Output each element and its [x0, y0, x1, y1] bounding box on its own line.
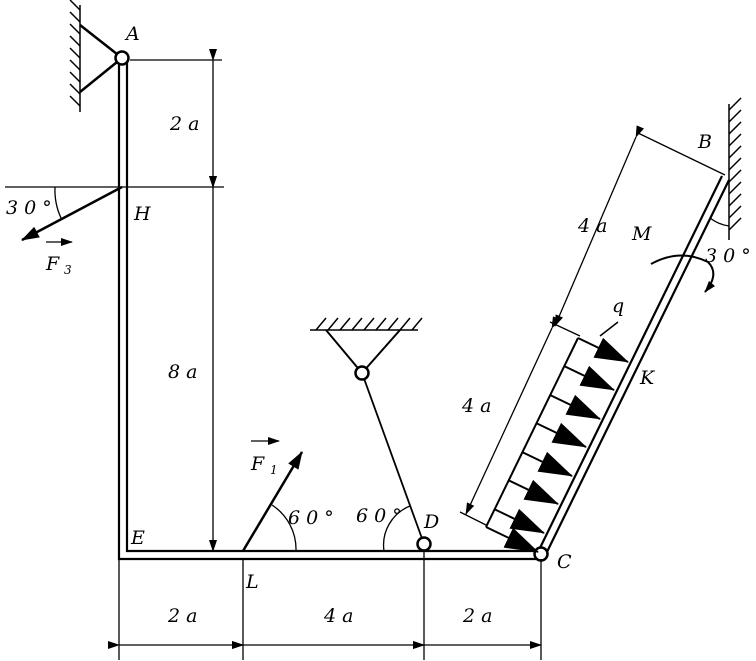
angle-arc-b [709, 217, 730, 227]
angle-label-b: 3 0 ° [705, 245, 751, 267]
wall-left [69, 0, 81, 112]
dimension-inclined [459, 125, 726, 526]
label-b: B [697, 131, 712, 153]
angle-arc-l [271, 504, 297, 552]
label-e: E [130, 527, 145, 549]
load-arrow [507, 479, 559, 505]
wall-right [728, 97, 742, 240]
load-arrow [563, 365, 615, 391]
moment-m [650, 254, 716, 293]
label-q: q [612, 295, 624, 317]
dim-label-dc: 2 a [462, 605, 492, 627]
support-a [79, 24, 123, 93]
q-leader [599, 321, 619, 337]
label-l: L [245, 571, 259, 593]
hinge-d-top [354, 365, 370, 381]
dim-label-upper-incline: 4 a [577, 215, 607, 237]
label-f3: F 3 [45, 238, 73, 277]
hinge-a [114, 50, 130, 66]
ceiling-support-d [310, 317, 423, 375]
label-f1: F 1 [250, 437, 280, 477]
label-k: K [639, 367, 656, 389]
label-f1-sub: 1 [270, 463, 278, 477]
dimension-horizontal [108, 551, 542, 660]
angle-arc-h [54, 186, 62, 219]
angle-label-h: 3 0 ° [6, 197, 52, 219]
label-d: D [423, 511, 439, 533]
hinge-d [416, 536, 432, 552]
dim-label-ld: 4 a [323, 605, 353, 627]
dim-label-he: 8 a [168, 361, 197, 383]
label-f3-letter: F [45, 253, 60, 275]
label-a: A [124, 23, 140, 45]
hinge-c [533, 546, 549, 562]
dimension-vertical [130, 49, 222, 552]
label-c: C [557, 551, 572, 573]
angle-label-d: 6 0 ° [356, 505, 402, 527]
load-arrow [549, 394, 601, 420]
dim-label-el: 2 a [167, 605, 197, 627]
force-f3-arrow [21, 185, 123, 242]
label-h: H [133, 203, 151, 225]
force-f1-arrow [241, 451, 304, 552]
load-arrow [493, 508, 545, 534]
bar-cb [537, 175, 730, 557]
label-m: M [631, 223, 652, 245]
rod-d [361, 372, 425, 545]
load-arrow [521, 451, 573, 477]
load-arrow [577, 337, 629, 363]
dim-label-ah: 2 a [169, 113, 199, 135]
label-f1-letter: F [250, 453, 265, 475]
distributed-load [485, 337, 629, 553]
angle-arc-d [382, 505, 411, 552]
angle-label-l: 6 0 ° [288, 507, 334, 529]
load-arrow [535, 422, 587, 448]
label-f3-sub: 3 [64, 263, 72, 277]
dim-label-lower-incline: 4 a [461, 395, 491, 417]
